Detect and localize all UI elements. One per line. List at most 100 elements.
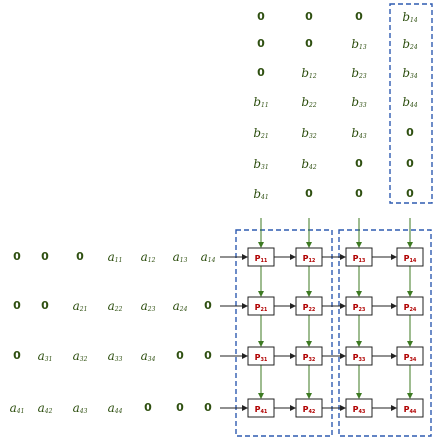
a-term: a34 <box>141 349 156 363</box>
a-term: 0 <box>41 299 49 312</box>
b-term: 0 <box>406 187 414 200</box>
a-term: 0 <box>13 299 21 312</box>
a-term: 0 <box>204 299 212 312</box>
pe-box <box>295 398 323 418</box>
a-term: 0 <box>76 250 84 263</box>
b-term: 0 <box>305 10 313 23</box>
processing-element: P11 <box>247 247 275 267</box>
pe-label: P21 <box>255 303 268 313</box>
pe-label: P22 <box>303 303 316 313</box>
dashed-group-right-block <box>338 229 432 437</box>
a-term: 0 <box>204 401 212 414</box>
processing-element: P41 <box>247 398 275 418</box>
processing-element: P21 <box>247 296 275 316</box>
pe-label: P42 <box>303 405 316 415</box>
pe-box <box>247 247 275 267</box>
a-term: 0 <box>176 349 184 362</box>
b-term: b24 <box>402 37 418 51</box>
a-term: a32 <box>73 349 88 363</box>
pe-box <box>247 346 275 366</box>
processing-element: P44 <box>396 398 424 418</box>
processing-element: P13 <box>345 247 373 267</box>
b-term: 0 <box>406 157 414 170</box>
b-term: b34 <box>402 66 418 80</box>
b-term: b13 <box>351 37 367 51</box>
dashed-groups <box>235 3 433 437</box>
pe-box <box>295 296 323 316</box>
b-term: b14 <box>402 10 418 24</box>
a-term: 0 <box>204 349 212 362</box>
b-term: 0 <box>406 126 414 139</box>
pe-box <box>396 247 424 267</box>
a-term: a11 <box>108 250 123 264</box>
a-term: a42 <box>38 401 53 415</box>
a-term: 0 <box>144 401 152 414</box>
processing-element: P24 <box>396 296 424 316</box>
a-term: a22 <box>108 299 123 313</box>
b-term: 0 <box>305 37 313 50</box>
pe-label: P33 <box>353 353 366 363</box>
pe-box <box>396 398 424 418</box>
b-term: b22 <box>301 95 317 109</box>
pe-box <box>345 398 373 418</box>
b-term: b42 <box>301 157 317 171</box>
pe-label: P12 <box>303 254 316 264</box>
data-flow-arrows <box>220 218 413 411</box>
a-term: 0 <box>41 250 49 263</box>
processing-element: P23 <box>345 296 373 316</box>
b-term: 0 <box>257 66 265 79</box>
dashed-group-b-column-4 <box>389 3 433 204</box>
pe-box <box>295 346 323 366</box>
a-term: a44 <box>108 401 123 415</box>
pe-label: P24 <box>404 303 417 313</box>
b-term: 0 <box>257 37 265 50</box>
a-term: a33 <box>108 349 123 363</box>
pe-label: P41 <box>255 405 268 415</box>
b-term: b44 <box>402 95 418 109</box>
a-term: a24 <box>173 299 188 313</box>
a-term: 0 <box>13 349 21 362</box>
pe-label: P44 <box>404 405 417 415</box>
pe-label: P11 <box>255 254 268 264</box>
b-term: b11 <box>253 95 268 109</box>
b-term: b43 <box>351 126 367 140</box>
a-term: a23 <box>141 299 156 313</box>
pe-box <box>345 247 373 267</box>
b-term: b31 <box>253 157 268 171</box>
pe-box <box>396 296 424 316</box>
pe-label: P32 <box>303 353 316 363</box>
a-term: a43 <box>73 401 88 415</box>
a-term: 0 <box>13 250 21 263</box>
pe-box <box>295 247 323 267</box>
b-term: b41 <box>253 187 268 201</box>
processing-element: P12 <box>295 247 323 267</box>
pe-label: P13 <box>353 254 366 264</box>
pe-box <box>396 346 424 366</box>
processing-element: P32 <box>295 346 323 366</box>
a-term: a21 <box>73 299 88 313</box>
pe-box <box>345 346 373 366</box>
b-term: b33 <box>351 95 367 109</box>
processing-element: P34 <box>396 346 424 366</box>
b-term: b21 <box>253 126 268 140</box>
a-term: a41 <box>10 401 25 415</box>
processing-element: P22 <box>295 296 323 316</box>
processing-element: P42 <box>295 398 323 418</box>
a-term: a12 <box>141 250 156 264</box>
a-term: a31 <box>38 349 53 363</box>
pe-box <box>247 398 275 418</box>
pe-label: P14 <box>404 254 417 264</box>
b-term: 0 <box>355 10 363 23</box>
b-term: b12 <box>301 66 317 80</box>
b-term: 0 <box>257 10 265 23</box>
pe-label: P43 <box>353 405 366 415</box>
processing-element: P33 <box>345 346 373 366</box>
processing-element: P31 <box>247 346 275 366</box>
b-term: b32 <box>301 126 317 140</box>
pe-box <box>247 296 275 316</box>
pe-label: P23 <box>353 303 366 313</box>
b-term: 0 <box>355 187 363 200</box>
